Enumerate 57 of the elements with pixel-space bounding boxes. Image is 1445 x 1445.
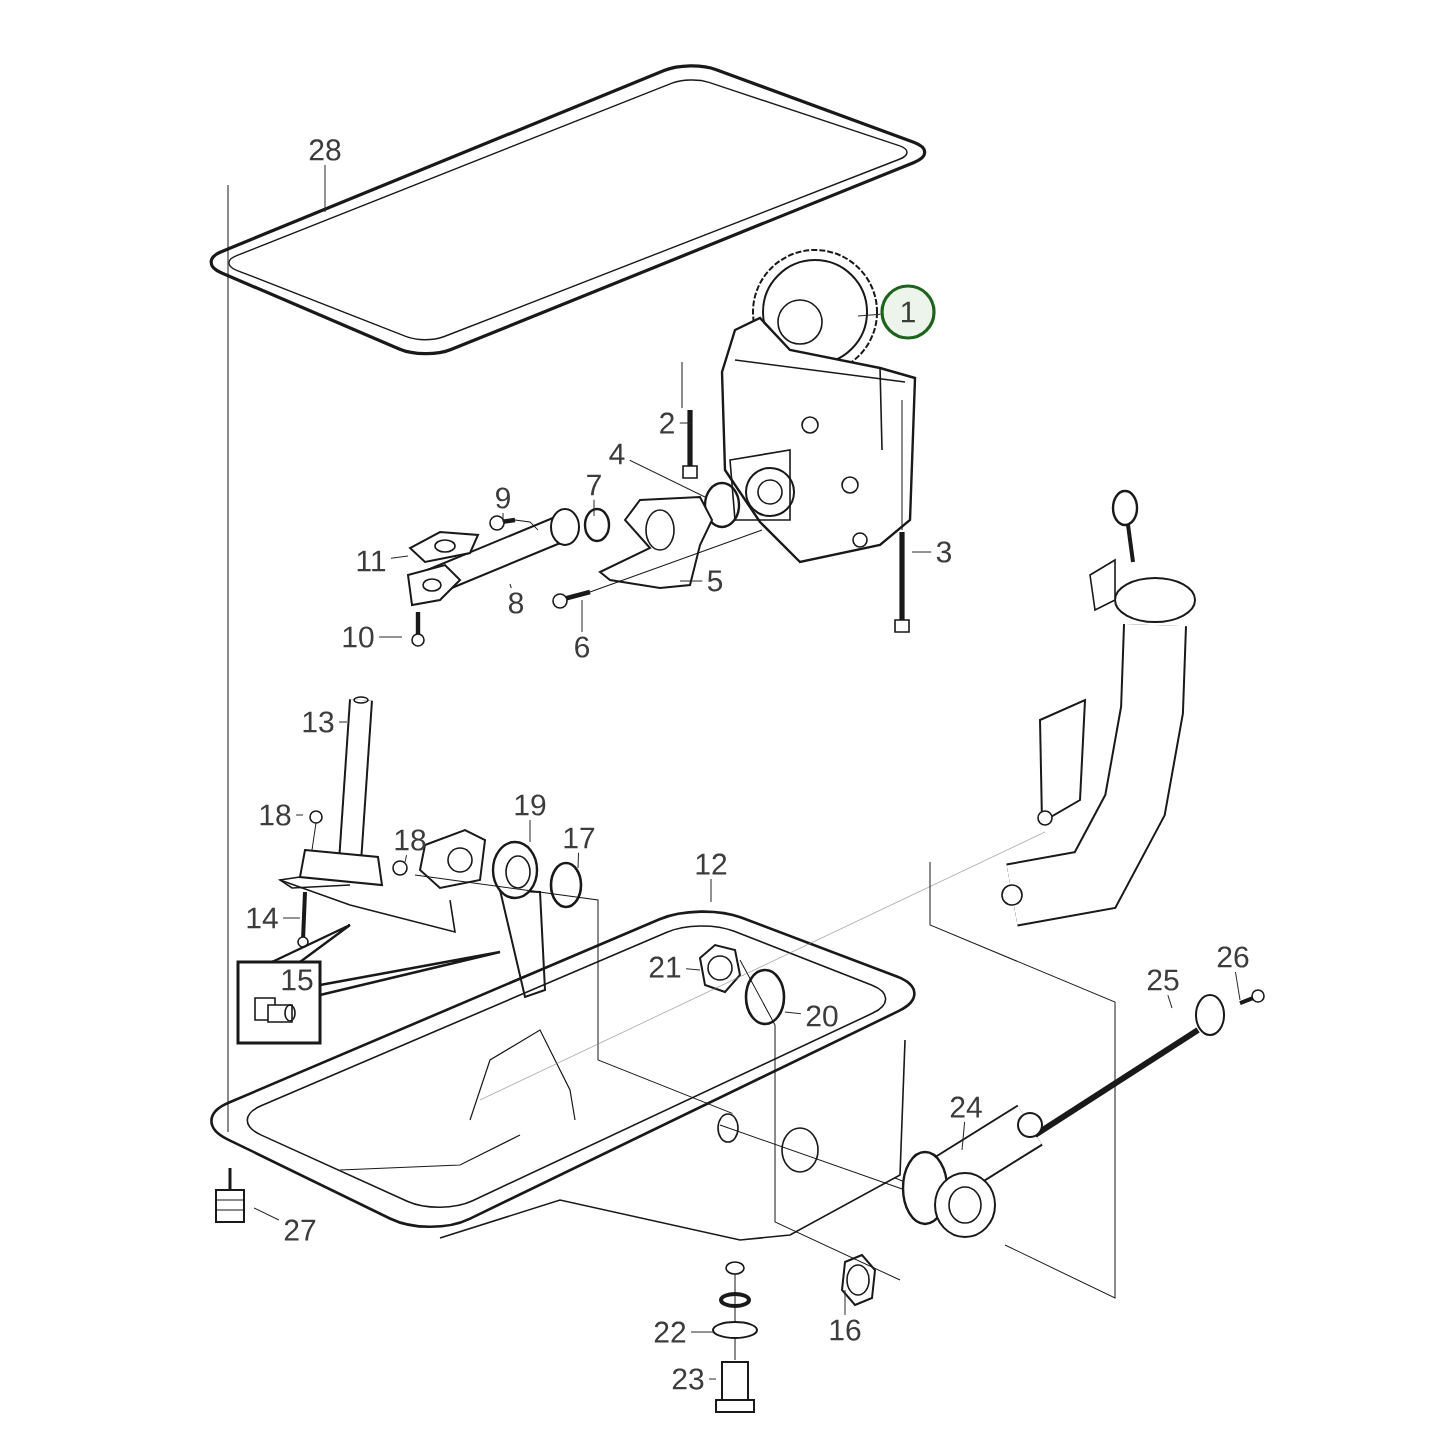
callout-number: 20 xyxy=(806,1005,838,1027)
callout-number: 23 xyxy=(672,1368,704,1390)
callout-number: 19 xyxy=(515,794,546,816)
leader-line xyxy=(961,1121,966,1151)
callout-number: 25 xyxy=(1147,969,1179,991)
leader-line xyxy=(857,313,881,317)
leader-line xyxy=(378,636,403,638)
leader-line xyxy=(844,1289,846,1316)
leader-line xyxy=(1234,971,1241,1001)
leader-line xyxy=(708,1378,717,1380)
callout-number: 28 xyxy=(309,139,341,161)
leader-line xyxy=(679,580,703,582)
leader-line xyxy=(390,555,409,559)
callout-number: 17 xyxy=(564,827,595,849)
leader-line xyxy=(509,583,512,589)
callout-number: 11 xyxy=(357,550,386,572)
callout-number: 14 xyxy=(247,907,278,929)
leader-line xyxy=(1167,994,1173,1009)
callout-number: 7 xyxy=(587,474,601,496)
leader-line xyxy=(324,164,326,213)
leader-line xyxy=(282,917,301,919)
callout-number: 21 xyxy=(649,956,681,978)
callout-number: 24 xyxy=(950,1096,982,1118)
callout-number: 13 xyxy=(303,711,334,733)
callout-number: 27 xyxy=(284,1219,316,1241)
callout-number: 8 xyxy=(509,592,524,614)
leader-line xyxy=(593,499,595,517)
leader-line xyxy=(581,599,583,633)
callout-number: 10 xyxy=(343,626,374,648)
callout-number: 6 xyxy=(575,636,590,658)
callout-number: 1 xyxy=(880,284,936,340)
callout-number: 3 xyxy=(936,541,952,563)
leader-line xyxy=(784,1011,802,1015)
leader-line xyxy=(685,968,701,971)
callout-number: 4 xyxy=(609,443,625,465)
leader-line xyxy=(529,819,531,843)
callout-number: 18 xyxy=(260,804,291,826)
callout-number: 16 xyxy=(830,1319,861,1341)
callout-number: 22 xyxy=(654,1321,686,1343)
leader-line xyxy=(690,1331,715,1333)
callout-number: 26 xyxy=(1217,946,1249,968)
callout-number: 18 xyxy=(395,829,426,851)
callout-number: 5 xyxy=(707,570,723,592)
leader-line xyxy=(502,512,504,523)
leader-line xyxy=(911,551,932,553)
leader-line xyxy=(338,721,348,723)
leader-line xyxy=(404,854,408,863)
callout-number: 12 xyxy=(696,853,727,875)
leader-line xyxy=(295,814,304,816)
callout-number: 9 xyxy=(496,487,510,509)
callout-number: 2 xyxy=(660,412,674,434)
callout-number: 15 xyxy=(282,969,313,991)
leader-line xyxy=(679,422,693,424)
leader-line xyxy=(253,1207,280,1221)
leader-line xyxy=(577,852,579,869)
leader-line xyxy=(629,459,706,498)
leader-line xyxy=(710,878,712,903)
